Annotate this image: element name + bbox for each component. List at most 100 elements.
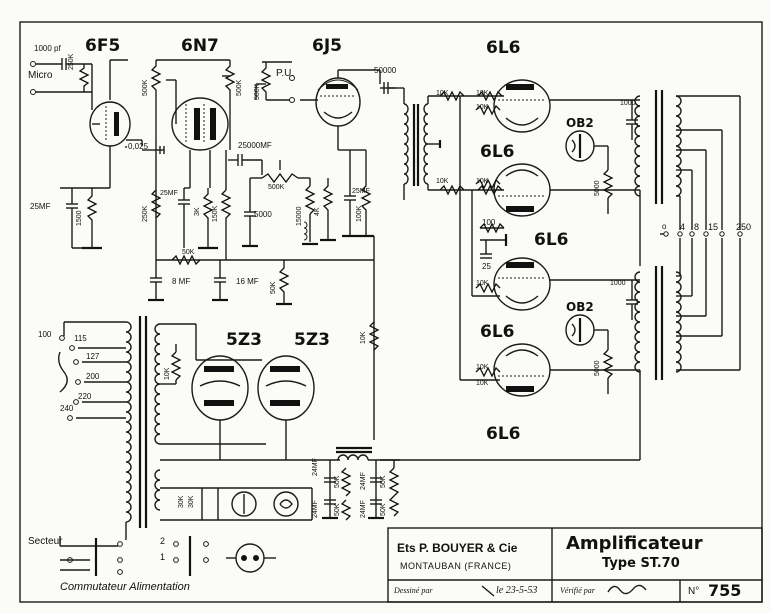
label-c-24mf-c: 24MF [360,472,367,490]
label-r-30k-b: 30K [188,495,195,508]
label-commutateur: Commutateur Alimentation [60,581,190,593]
label-r-10k-c: 10K [476,104,489,111]
title-checked-by: Vérifié par [560,586,595,595]
label-r-250k-b: 250K [142,205,149,222]
output-tubes [459,79,640,397]
label-r-30k: 30K [178,495,185,508]
label-r-10k-a: 10K [436,90,449,97]
label-r-10k-e: 10K [476,178,489,185]
tube-6l6-a [493,79,551,133]
label-r-10k-ps: 10K [164,367,171,380]
label-r-10k-hv: 10K [360,331,367,344]
label-r-100: 100 [482,218,496,227]
label-out-4: 4 [680,222,686,232]
label-r-500k-a: 500K [142,79,149,96]
label-r-50k-d: 50K [334,503,341,516]
label-c-24mf-b: 24MF [312,500,319,518]
label-pu: P.U. [276,68,295,79]
label-c-1000-b: 1000 [610,280,626,287]
label-6l6-middle: 6L6 [534,230,569,250]
label-c-5000: 5000 [254,210,272,219]
label-switch-2: 2 [160,536,166,546]
label-r-10k-b: 10K [476,90,489,97]
phase-6j5 [242,61,404,248]
label-switch-1: 1 [160,552,166,562]
label-c-25mf-c: 25MF [352,188,370,195]
label-r-50k-a: 50K [182,249,195,256]
label-r-100k: 100K [356,205,363,222]
label-ob2-b: OB2 [566,300,594,314]
label-out-250: 250 [736,222,752,232]
output-transformers [380,90,743,461]
input-stage [30,58,148,250]
label-r-500k-b: 500K [236,79,243,96]
tube-6n7 [171,97,229,151]
driver-transformer [403,88,504,200]
tube-6l6-c [493,257,551,311]
label-6l6-top: 6L6 [486,38,521,58]
label-mains-240: 240 [60,404,74,413]
label-c-24mf-a: 24MF [312,458,319,476]
label-r-15000: 15000 [296,206,303,226]
label-r-5000-b: 5000 [594,360,601,376]
driver-6n7 [148,59,262,260]
label-6f5: 6F5 [85,36,121,56]
label-r-150k: 150K [212,205,219,222]
label-5z3-a: 5Z3 [226,330,262,350]
title-drawn-by: Dessiné par [394,586,433,595]
label-r-50k-c: 50K [334,475,341,488]
label-r-250k-a: 250K [68,53,75,70]
label-c-25mf-a: 25MF [30,202,51,211]
label-mains-220: 220 [78,392,92,401]
label-c-16mf: 16 MF [236,277,259,286]
title-number: 755 [708,581,742,600]
label-c-1000-a: 1000 [620,100,636,107]
label-r-10k-d: 10K [436,178,449,185]
label-r-500k-d: 500K [268,184,285,191]
label-6n7: 6N7 [181,36,219,56]
label-5z3-b: 5Z3 [294,330,330,350]
label-r-1500: 1500 [76,210,83,226]
label-r-5000-a: 5000 [594,180,601,196]
label-6l6-lower: 6L6 [480,322,515,342]
title-maker: Ets P. BOUYER & Cie [397,541,518,555]
label-r-50k-e: 50K [380,475,387,488]
label-r-50k-f: 50K [380,503,387,516]
label-mains-100: 100 [38,330,52,339]
label-6j5: 6J5 [312,36,342,56]
label-c-25000mf: 25000MF [238,141,272,150]
power-supply [57,316,400,576]
label-r-10k-f: 10K [476,280,489,287]
label-c-25: 25 [482,262,491,271]
title-city: MONTAUBAN (FRANCE) [400,561,512,571]
title-type: Type ST.70 [602,556,680,571]
title-drawn-date: le 23-5-53 [496,585,538,596]
label-cap-1000pf: 1000 pf [34,44,61,53]
label-c-8mf: 8 MF [172,277,191,286]
label-r-500k-c: 500K [254,83,261,100]
label-r-3k: 3K [194,207,201,216]
pilot-lamp-b [273,491,299,517]
label-c-25mf-b: 25MF [160,190,178,197]
label-ob2-a: OB2 [566,116,594,130]
label-out-15: 15 [708,222,719,232]
title-number-prefix: N° [688,586,700,597]
label-r-4k: 4K [314,207,321,216]
label-mains-127: 127 [86,352,100,361]
label-6l6-bottom: 6L6 [486,424,521,444]
label-mains-115: 115 [74,334,87,343]
label-r-50k-b: 50K [270,281,277,294]
label-secteur: Secteur [28,536,63,547]
label-micro: Micro [28,70,53,81]
label-6l6-upper: 6L6 [480,142,515,162]
label-r-10k-g: 10K [476,364,489,371]
title-block-frame [387,527,763,603]
label-out-8: 8 [694,222,700,232]
pilot-lamp-a [231,491,257,517]
hv-rail [148,236,380,440]
label-r-10k-h: 10K [476,380,489,387]
ob2-regulators [565,100,638,394]
label-c-50000: 50000 [374,66,397,75]
